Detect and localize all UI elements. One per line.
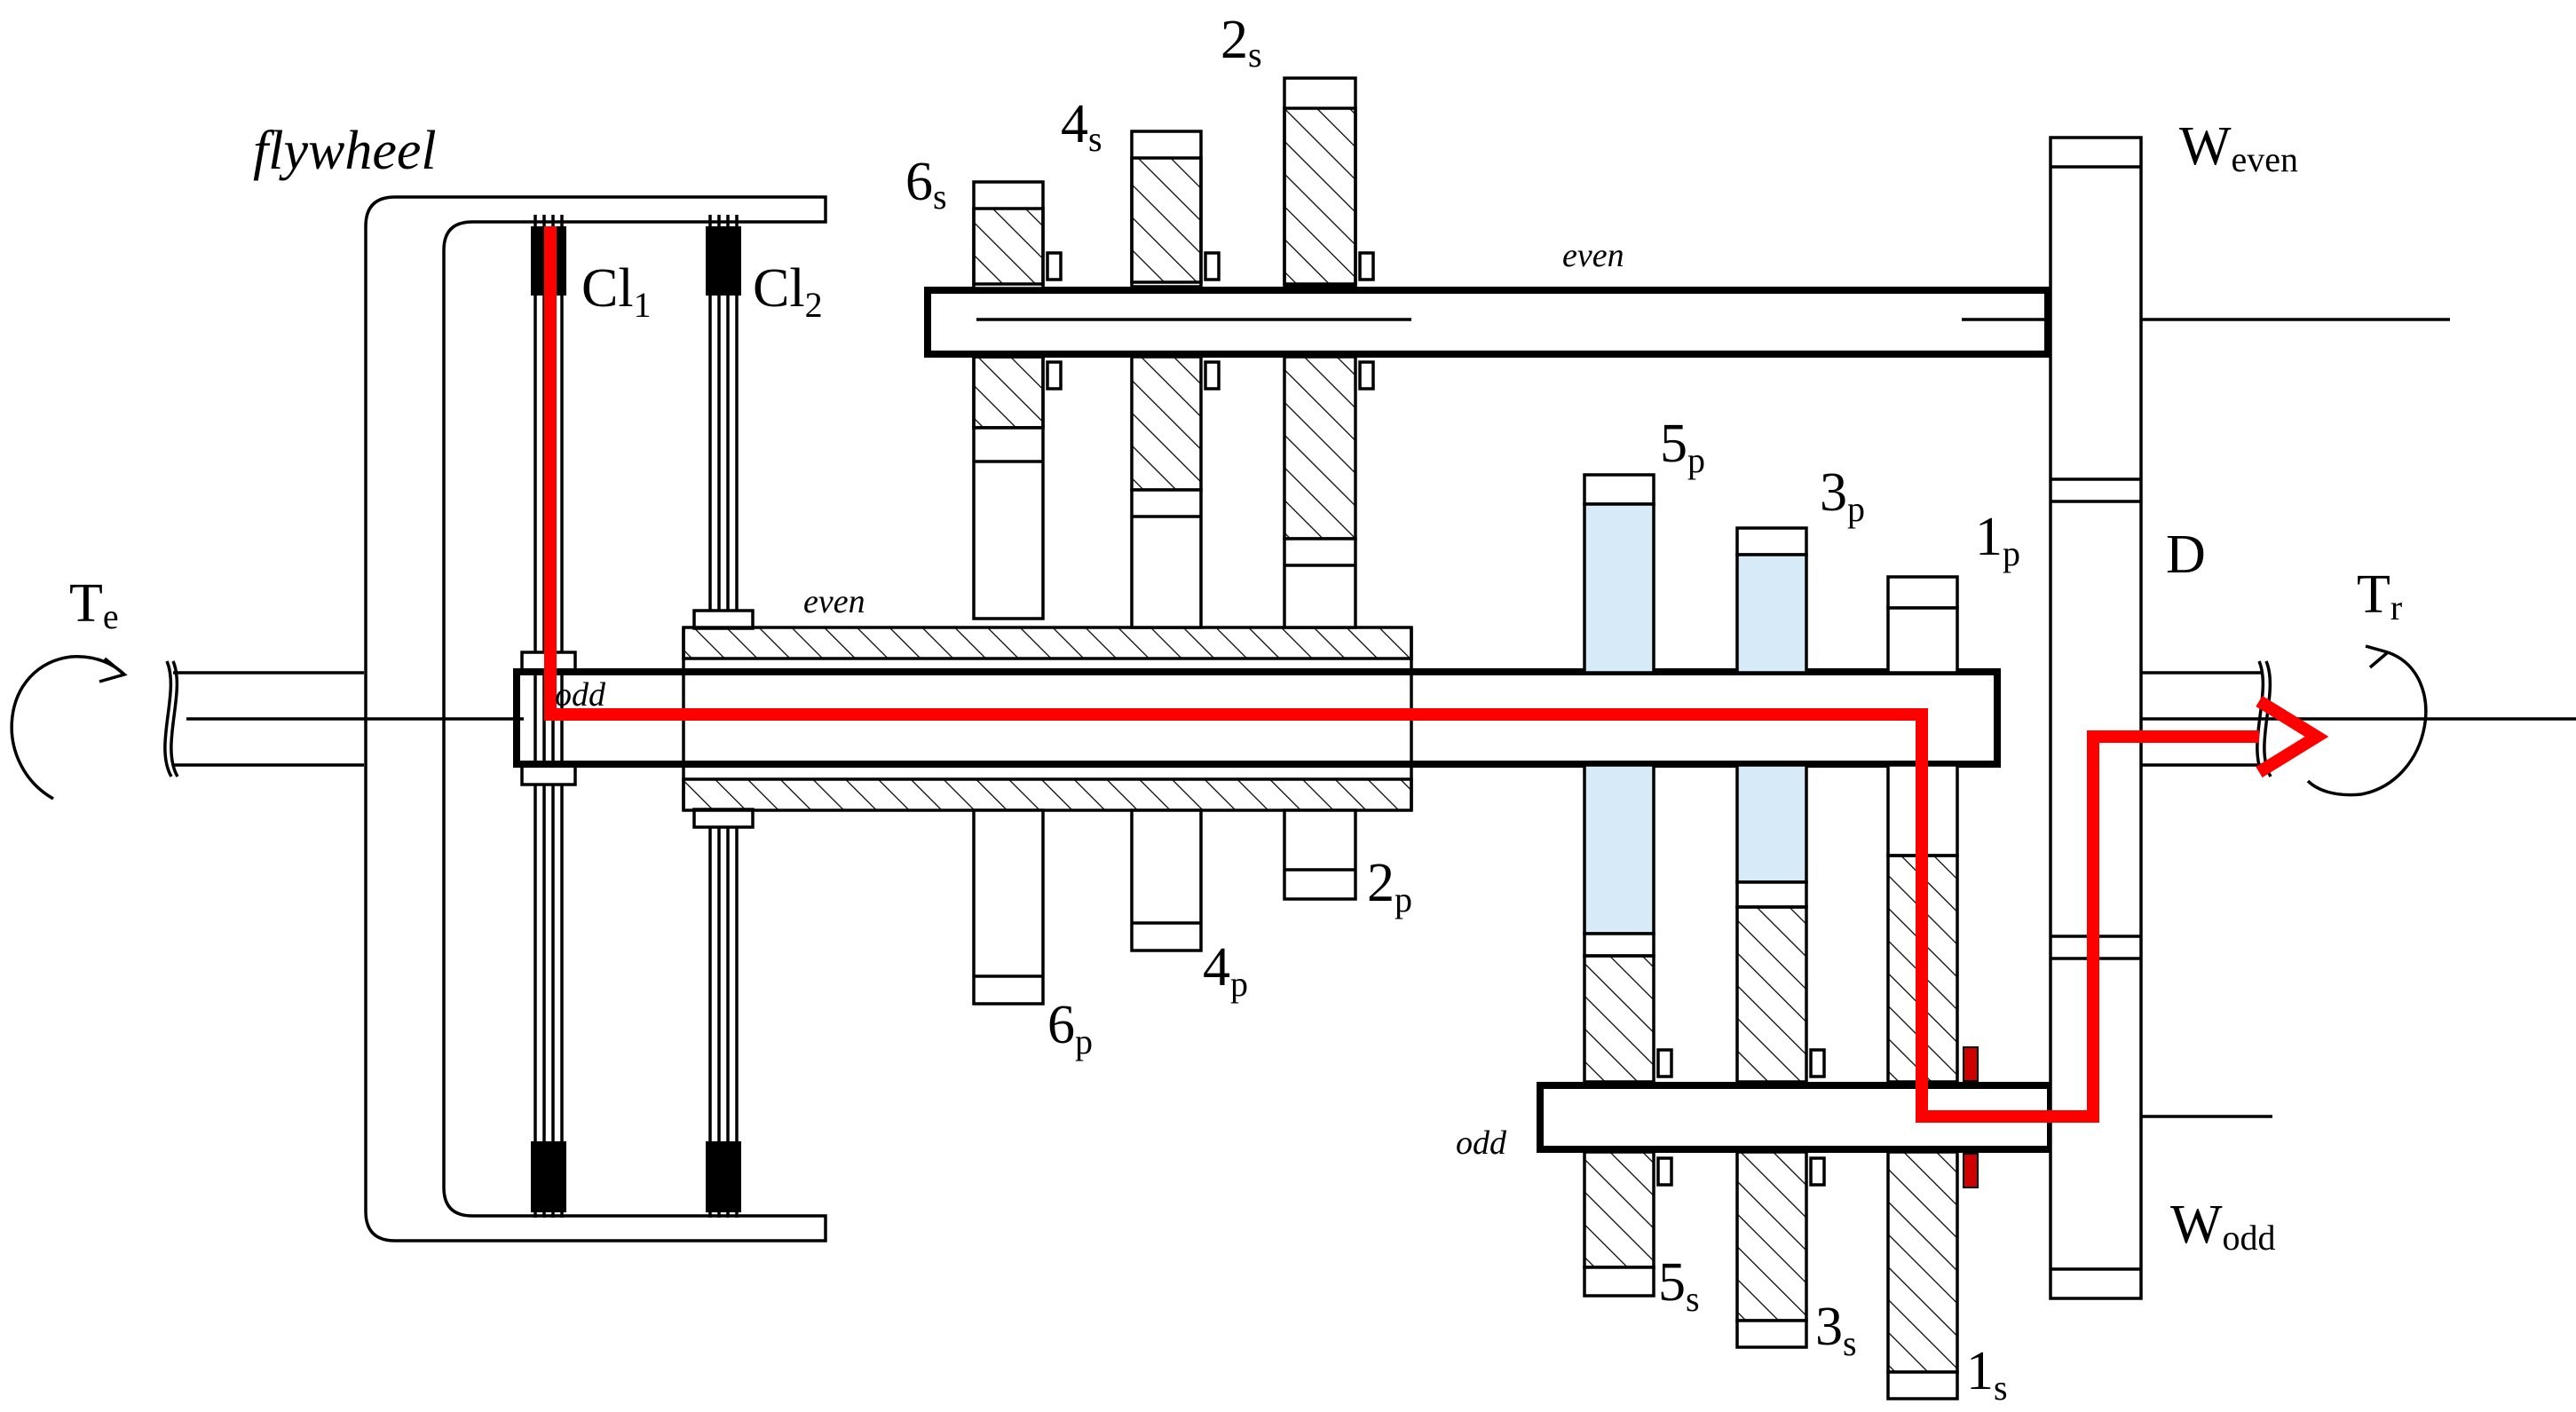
clutch-2-label: Cl2 — [753, 258, 823, 325]
even-inner-shaft-label: even — [803, 583, 865, 620]
output-torque-arrowhead-icon — [2365, 644, 2390, 669]
differential-wheel — [2049, 136, 2143, 1300]
gear-label-6s: 6s — [905, 152, 947, 217]
odd-shaft-label: odd — [1456, 1124, 1507, 1162]
output-torque-label: Tr — [2357, 564, 2402, 627]
gear-3 — [1735, 526, 1808, 1349]
differential-label: D — [2166, 525, 2206, 585]
gear-6s — [972, 180, 1045, 1006]
output-shaft — [2113, 660, 2576, 777]
gear-label-4p: 4p — [1203, 937, 1248, 1004]
flywheel-label: flywheel — [253, 121, 437, 181]
odd-synchronizers — [1656, 1046, 1979, 1188]
odd-countershaft — [1537, 1082, 2272, 1153]
even-shaft-label: even — [1562, 237, 1624, 274]
w-odd-label: Wodd — [2170, 1195, 2276, 1258]
gear-label-2p: 2p — [1367, 853, 1412, 919]
gear-label-6p: 6p — [1047, 995, 1093, 1061]
gear-label-4s: 4s — [1061, 94, 1102, 159]
power-flow-arrowhead-icon — [2256, 696, 2329, 777]
power-flow-path — [544, 226, 2259, 1123]
gear-label-1p: 1p — [1975, 507, 2020, 573]
even-inner-shaft — [682, 626, 1413, 812]
even-synchronizers — [1046, 251, 1375, 390]
gear-label-2s: 2s — [1221, 10, 1262, 75]
odd-inner-shaft — [513, 668, 2001, 768]
engine-torque-label: Te — [69, 573, 119, 636]
even-countershaft — [924, 287, 2450, 358]
clutch-1-label: Cl1 — [581, 258, 652, 325]
gear-2s — [1283, 76, 1357, 901]
gear-label-5s: 5s — [1658, 1252, 1700, 1319]
flywheel-housing — [364, 195, 827, 1242]
gear-label-3s: 3s — [1815, 1297, 1857, 1363]
output-torque-arrow-icon — [2306, 651, 2428, 797]
input-shaft — [163, 660, 524, 777]
odd-inner-shaft-label: odd — [555, 676, 606, 714]
gear-label-3p: 3p — [1820, 462, 1865, 529]
gear-4s — [1130, 130, 1203, 952]
gear-5 — [1583, 473, 1655, 1298]
engine-torque-arrow-icon — [10, 655, 126, 801]
gear-label-1s: 1s — [1966, 1341, 2008, 1408]
w-even-label: Weven — [2179, 116, 2298, 179]
engine-torque-arrowhead-icon — [99, 657, 128, 683]
gear-label-5p: 5p — [1660, 414, 1705, 480]
